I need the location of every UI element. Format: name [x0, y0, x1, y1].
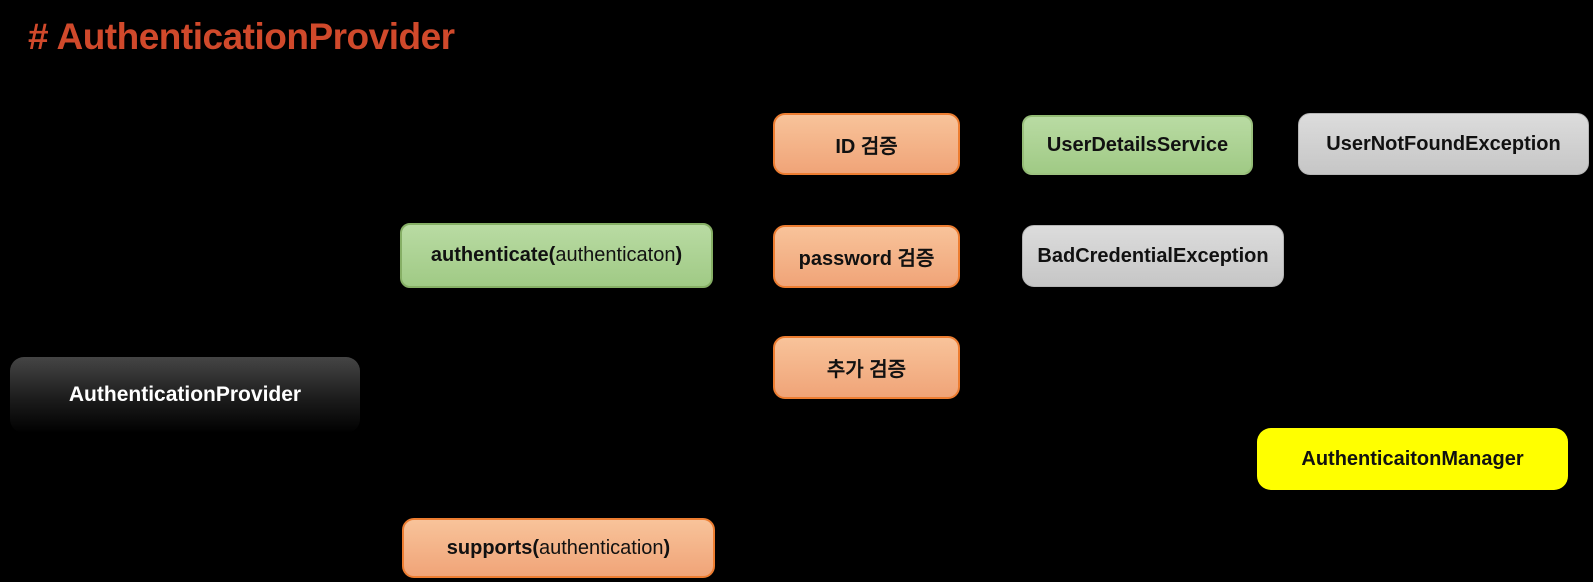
supports-label-bold-suffix: ) — [663, 536, 671, 559]
authentication-provider-box: AuthenticationProvider — [10, 357, 360, 433]
user-details-service-box: UserDetailsService — [1022, 115, 1253, 175]
authenticate-method-box: authenticate(authenticaton) — [400, 223, 713, 288]
bad-credential-exception-label: BadCredentialException — [1037, 244, 1269, 267]
authenticate-label-regular: authenticaton — [555, 244, 676, 266]
user-not-found-exception-label: UserNotFoundException — [1326, 132, 1561, 155]
authenticate-label-bold-prefix: authenticate( — [430, 244, 556, 266]
slide-title: # AuthenticationProvider — [28, 16, 455, 57]
supports-method-box: supports(authentication) — [402, 518, 715, 578]
authenticate-label-bold-suffix: ) — [675, 244, 683, 266]
authentication-manager-box: AuthenticaitonManager — [1257, 428, 1568, 490]
user-not-found-exception-box: UserNotFoundException — [1298, 113, 1589, 175]
authentication-provider-label: AuthenticationProvider — [68, 383, 302, 406]
id-verification-box: ID 검증 — [773, 113, 960, 175]
user-details-service-label: UserDetailsService — [1046, 133, 1229, 156]
id-verification-label: ID 검증 — [835, 135, 898, 158]
password-verification-box: password 검증 — [773, 225, 960, 288]
extra-verification-box: 추가 검증 — [773, 336, 960, 399]
authentication-manager-label: AuthenticaitonManager — [1301, 447, 1524, 470]
password-verification-label: password 검증 — [798, 248, 935, 270]
authenticate-method-label: authenticate(authenticaton) — [431, 244, 682, 267]
supports-label-bold-prefix: supports( — [446, 536, 539, 559]
supports-method-label: supports(authentication) — [447, 537, 670, 560]
supports-label-regular: authentication — [539, 536, 664, 559]
bad-credential-exception-box: BadCredentialException — [1022, 225, 1284, 287]
extra-verification-label: 추가 검증 — [826, 359, 907, 381]
